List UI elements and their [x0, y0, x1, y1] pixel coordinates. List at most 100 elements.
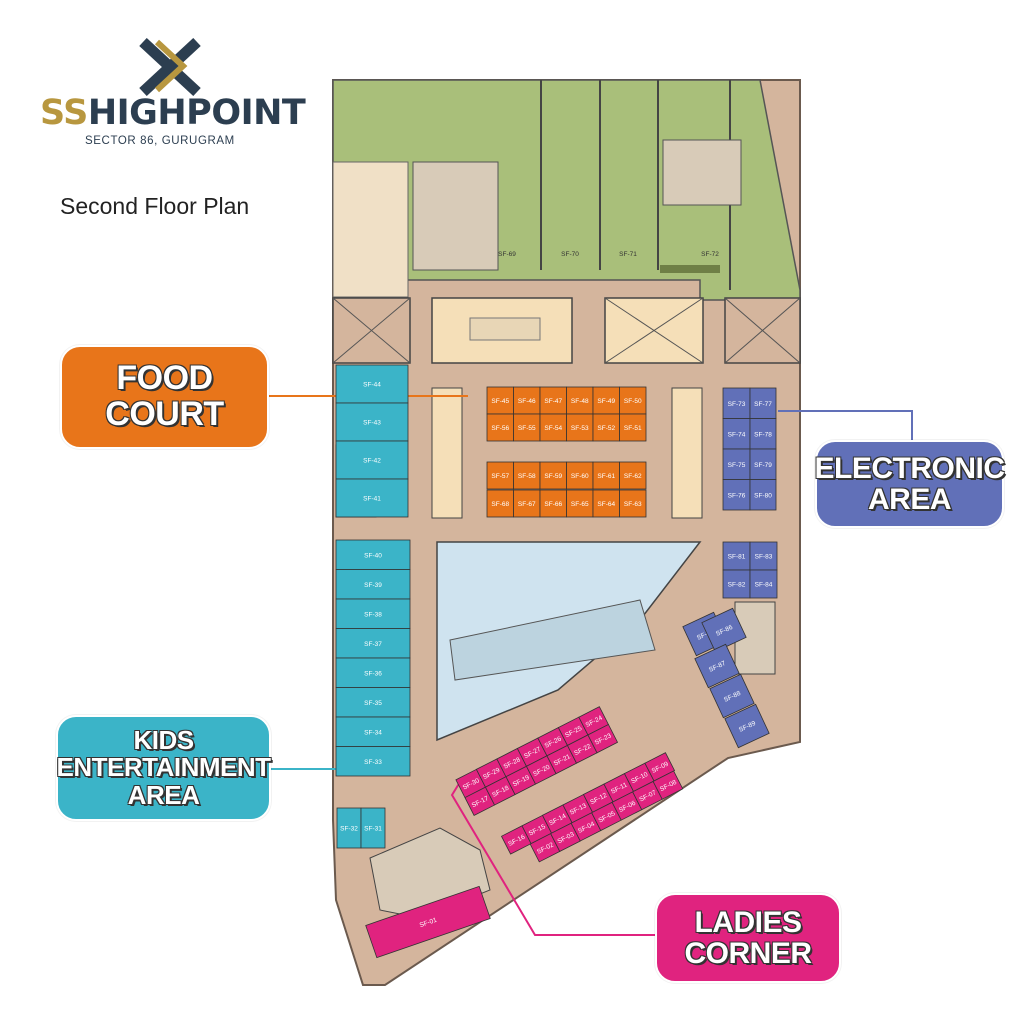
shop-unit-label: SF-54: [544, 425, 562, 432]
shop-unit-sf-88: SF-88: [709, 673, 755, 719]
shop-unit-sf-49: SF-49: [592, 386, 620, 415]
shop-unit-sf-52: SF-52: [592, 413, 620, 442]
shop-unit-sf-32: SF-32: [336, 807, 362, 849]
shop-unit-label: SF-45: [491, 398, 509, 405]
shop-unit-label: SF-77: [754, 401, 772, 408]
shop-unit-sf-61: SF-61: [592, 461, 620, 490]
shop-unit-label: SF-66: [544, 501, 562, 508]
shop-unit-label: SF-76: [728, 492, 746, 499]
shop-unit-label: SF-79: [754, 462, 772, 469]
shop-unit-label: SF-83: [755, 554, 773, 561]
kids-area-label: KIDS ENTERTAINMENT AREA: [56, 725, 272, 810]
shop-unit-sf-67: SF-67: [513, 489, 541, 518]
shop-unit-label: SF-46: [518, 398, 536, 405]
shop-unit-sf-62: SF-62: [619, 461, 647, 490]
shop-unit-label: SF-74: [728, 431, 746, 438]
shop-unit-sf-64: SF-64: [592, 489, 620, 518]
shop-unit-label: SF-65: [571, 501, 589, 508]
shop-unit-sf-43: SF-43: [335, 402, 409, 442]
shop-unit-sf-73: SF-73: [722, 387, 751, 419]
shop-unit-sf-36: SF-36: [335, 657, 411, 688]
shop-unit-sf-34: SF-34: [335, 716, 411, 747]
shop-unit-label: SF-64: [597, 501, 615, 508]
shop-unit-label: SF-38: [364, 611, 382, 618]
shop-unit-sf-23: SF-23: [587, 723, 619, 754]
shop-unit-sf-87: SF-87: [694, 643, 740, 689]
shop-unit-label: SF-53: [571, 425, 589, 432]
shop-unit-sf-38: SF-38: [335, 598, 411, 629]
shop-unit-label: SF-59: [544, 473, 562, 480]
shop-unit-label: SF-81: [728, 554, 746, 561]
shop-unit-label: SF-34: [364, 729, 382, 736]
green-unit-label: SF-72: [701, 251, 719, 258]
shop-unit-label: SF-52: [597, 425, 615, 432]
ladies-corner-callout: LADIES CORNER: [655, 893, 841, 983]
kids-area-callout: KIDS ENTERTAINMENT AREA: [56, 715, 271, 821]
shop-unit-sf-81: SF-81: [722, 541, 751, 571]
food-court-callout: FOOD COURT: [60, 345, 269, 449]
shop-unit-label: SF-49: [597, 398, 615, 405]
shop-unit-sf-29: SF-29: [475, 758, 507, 788]
shop-unit-sf-08: SF-08: [652, 770, 684, 800]
shop-unit-label: SF-32: [340, 826, 358, 833]
shop-unit-sf-60: SF-60: [566, 461, 594, 490]
shop-unit-label: SF-60: [571, 473, 589, 480]
shop-unit-label: SF-35: [364, 700, 382, 707]
shop-unit-sf-78: SF-78: [749, 418, 777, 450]
shop-unit-label: SF-75: [728, 462, 746, 469]
shop-unit-sf-89: SF-89: [724, 703, 770, 749]
shop-unit-label: SF-48: [571, 398, 589, 405]
shop-unit-sf-46: SF-46: [513, 386, 541, 415]
brand-name: SSHIGHPOINT: [40, 93, 306, 133]
shop-unit-label: SF-37: [364, 641, 382, 648]
shop-unit-sf-65: SF-65: [566, 489, 594, 518]
shop-unit-label: SF-67: [518, 501, 536, 508]
shop-unit-label: SF-62: [624, 473, 642, 480]
shop-unit-sf-02: SF-02: [529, 833, 561, 863]
shop-unit-sf-75: SF-75: [722, 448, 751, 480]
shop-unit-sf-04: SF-04: [570, 812, 602, 842]
shop-unit-sf-44: SF-44: [335, 364, 409, 404]
shop-unit-sf-01: SF-01: [365, 885, 491, 959]
shop-unit-sf-63: SF-63: [619, 489, 647, 518]
shop-unit-sf-76: SF-76: [722, 479, 751, 511]
shop-unit-sf-35: SF-35: [335, 687, 411, 718]
shop-unit-sf-53: SF-53: [566, 413, 594, 442]
shop-unit-sf-86: SF-86: [701, 607, 747, 653]
shop-unit-sf-80: SF-80: [749, 479, 777, 511]
shop-unit-sf-37: SF-37: [335, 628, 411, 659]
brand-part-highpoint: HIGHPOINT: [87, 93, 306, 133]
logo-cross-icon: [139, 38, 201, 96]
shop-unit-sf-09: SF-09: [644, 752, 676, 782]
shop-unit-label: SF-73: [728, 401, 746, 408]
brand-part-ss: SS: [40, 93, 88, 133]
shop-unit-sf-45: SF-45: [486, 386, 514, 415]
shop-unit-label: SF-50: [624, 398, 642, 405]
shop-unit-label: SF-57: [491, 473, 509, 480]
green-unit-label: SF-70: [561, 251, 579, 258]
shop-unit-sf-82: SF-82: [722, 569, 751, 599]
shop-unit-sf-18: SF-18: [484, 776, 516, 806]
shop-unit-sf-17: SF-17: [464, 786, 496, 816]
shop-unit-label: SF-56: [491, 425, 509, 432]
shop-unit-label: SF-63: [624, 501, 642, 508]
shop-unit-sf-79: SF-79: [749, 448, 777, 480]
electronic-area-callout: ELECTRONIC AREA: [815, 440, 1005, 528]
shop-unit-sf-74: SF-74: [722, 418, 751, 450]
shop-unit-label: SF-68: [491, 501, 509, 508]
shop-unit-sf-55: SF-55: [513, 413, 541, 442]
shop-unit-label: SF-41: [363, 496, 381, 503]
shop-unit-sf-48: SF-48: [566, 386, 594, 415]
shop-unit-sf-77: SF-77: [749, 387, 777, 419]
shop-unit-sf-47: SF-47: [539, 386, 567, 415]
shop-unit-label: SF-55: [518, 425, 536, 432]
shop-unit-sf-05: SF-05: [591, 801, 622, 832]
shop-unit-label: SF-51: [624, 425, 642, 432]
shop-unit-sf-59: SF-59: [539, 461, 567, 490]
shop-unit-sf-66: SF-66: [539, 489, 567, 518]
shop-unit-label: SF-44: [363, 382, 381, 389]
shop-unit-sf-33: SF-33: [335, 746, 411, 777]
shop-unit-label: SF-40: [364, 552, 382, 559]
shop-unit-sf-41: SF-41: [335, 478, 409, 518]
